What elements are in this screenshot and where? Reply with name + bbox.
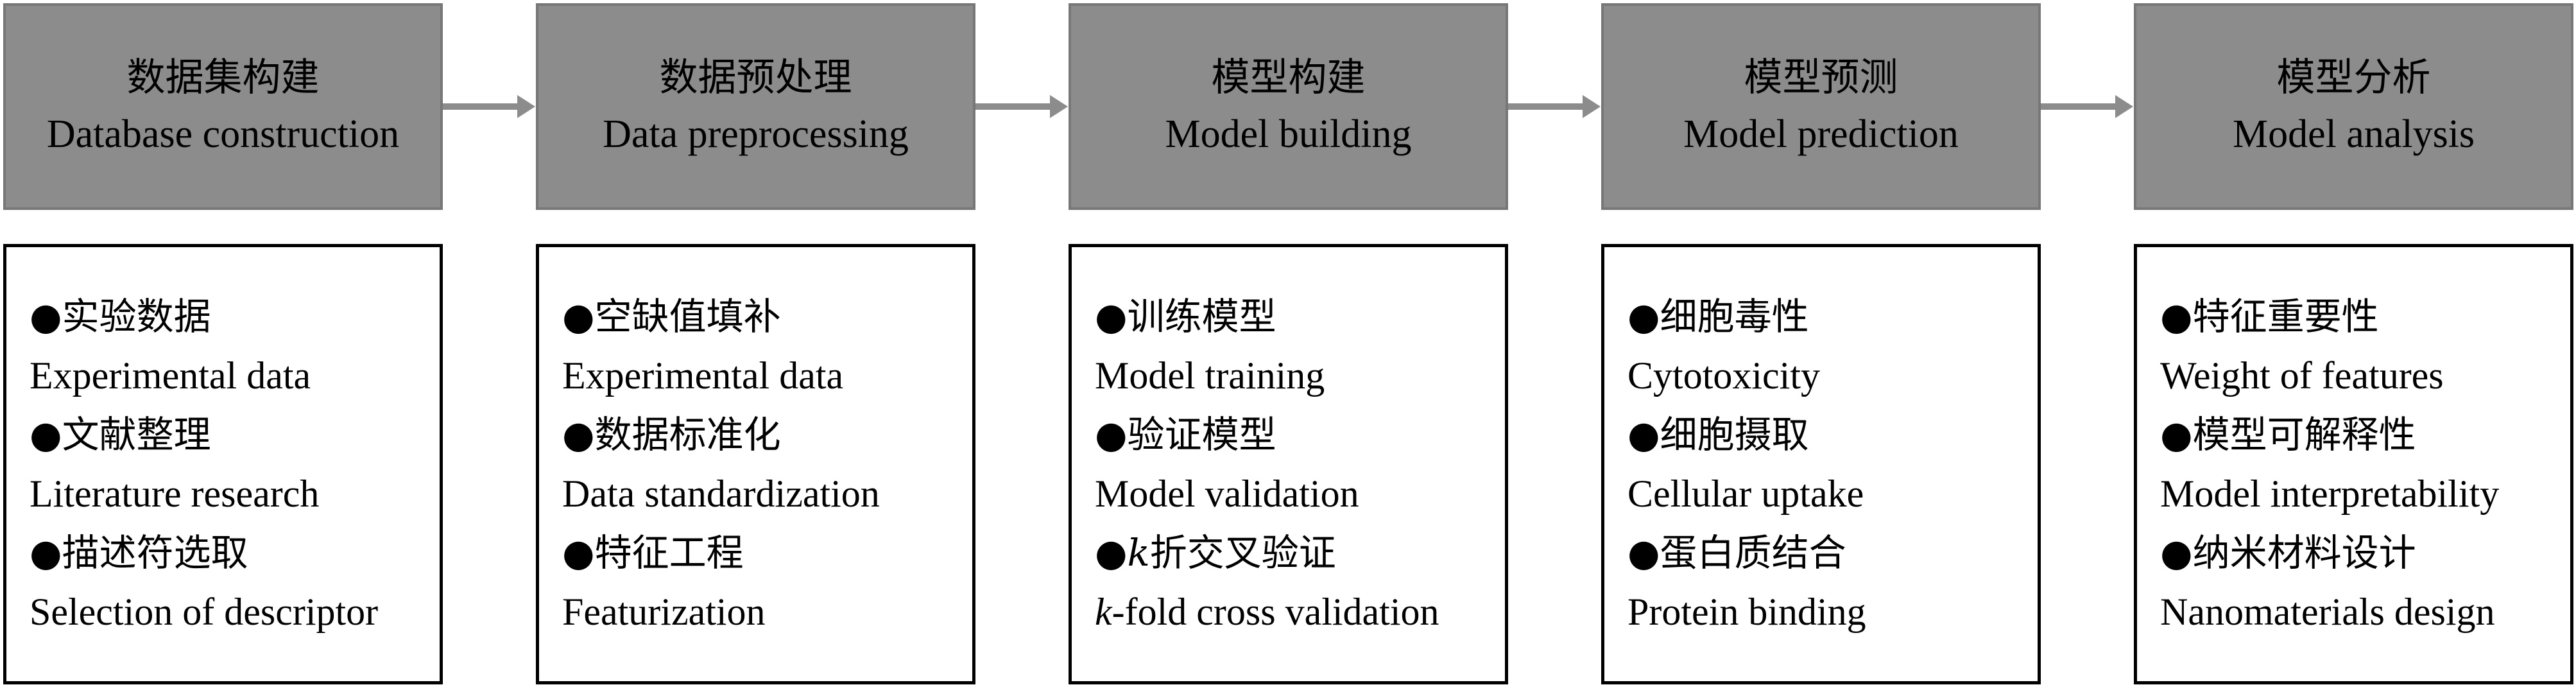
- item-en: Experimental data: [30, 354, 311, 397]
- item-zh: 细胞毒性: [1660, 295, 1809, 338]
- list-item: ●纳米材料设计 Nanomaterials design: [2160, 523, 2570, 641]
- item-zh: 训练模型: [1127, 295, 1276, 338]
- bullet-icon: ●: [1627, 413, 1660, 456]
- stage-1-details: ●实验数据 Experimental data ●文献整理 Literature…: [3, 244, 443, 684]
- item-zh: 实验数据: [62, 295, 211, 338]
- bullet-icon: ●: [562, 531, 595, 575]
- item-en: Nanomaterials design: [2160, 591, 2495, 633]
- list-item: ●k折交叉验证 k-fold cross validation: [1095, 523, 1505, 641]
- stage-2-details: ●空缺值填补 Experimental data ●数据标准化 Data sta…: [536, 244, 975, 684]
- stage-4-details: ●细胞毒性 Cytotoxicity ●细胞摄取 Cellular uptake…: [1601, 244, 2041, 684]
- bullet-icon: ●: [30, 531, 62, 575]
- item-zh: 数据标准化: [594, 413, 781, 456]
- bullet-icon: ●: [1095, 531, 1128, 575]
- bullet-icon: ●: [562, 413, 595, 456]
- arrow-3-shaft: [1508, 103, 1586, 110]
- item-en: Featurization: [562, 591, 766, 633]
- item-zh: 验证模型: [1127, 413, 1276, 456]
- stage-5-details: ●特征重要性 Weight of features ●模型可解释性 Model …: [2134, 244, 2573, 684]
- item-zh: 特征重要性: [2192, 295, 2379, 338]
- item-zh: 细胞摄取: [1660, 413, 1809, 456]
- stage-1-header: 数据集构建 Database construction: [3, 3, 443, 210]
- list-item: ●训练模型 Model training: [1095, 287, 1505, 405]
- stage-3-title-zh: 模型构建: [1211, 55, 1366, 101]
- item-zh-k: k: [1127, 531, 1150, 575]
- bullet-icon: ●: [1627, 531, 1660, 575]
- arrow-2-head: [1050, 95, 1068, 118]
- stage-2-header: 数据预处理 Data preprocessing: [536, 3, 975, 210]
- stage-2-title-zh: 数据预处理: [659, 55, 852, 101]
- bullet-icon: ●: [30, 295, 62, 338]
- bullet-icon: ●: [2160, 295, 2193, 338]
- arrow-4-head: [2115, 95, 2133, 118]
- list-item: ●空缺值填补 Experimental data: [562, 287, 972, 405]
- list-item: ●描述符选取 Selection of descriptor: [30, 523, 440, 641]
- bullet-icon: ●: [2160, 413, 2193, 456]
- item-en: Cytotoxicity: [1627, 354, 1820, 397]
- arrow-3-head: [1583, 95, 1601, 118]
- arrow-1-head: [517, 95, 535, 118]
- list-item: ●细胞摄取 Cellular uptake: [1627, 405, 2038, 523]
- list-item: ●数据标准化 Data standardization: [562, 405, 972, 523]
- list-item: ●模型可解释性 Model interpretability: [2160, 405, 2570, 523]
- list-item: ●文献整理 Literature research: [30, 405, 440, 523]
- list-item: ●蛋白质结合 Protein binding: [1627, 523, 2038, 641]
- bullet-icon: ●: [1627, 295, 1660, 338]
- arrow-4-shaft: [2041, 103, 2119, 110]
- item-zh: 模型可解释性: [2192, 413, 2416, 456]
- arrow-1-shaft: [443, 103, 521, 110]
- item-en: Cellular uptake: [1627, 473, 1864, 515]
- bullet-icon: ●: [1095, 295, 1128, 338]
- stage-3-title-en: Model building: [1165, 112, 1412, 156]
- item-zh: 特征工程: [594, 531, 744, 575]
- item-en: Selection of descriptor: [30, 591, 379, 633]
- stage-3-header: 模型构建 Model building: [1069, 3, 1508, 210]
- item-zh: 空缺值填补: [594, 295, 781, 338]
- list-item: ●特征重要性 Weight of features: [2160, 287, 2570, 405]
- stage-5-header: 模型分析 Model analysis: [2134, 3, 2573, 210]
- bullet-icon: ●: [1095, 413, 1128, 456]
- stage-1-title-en: Database construction: [46, 112, 400, 156]
- item-en: -fold cross validation: [1112, 591, 1439, 633]
- item-zh: 蛋白质结合: [1660, 531, 1846, 575]
- bullet-icon: ●: [30, 413, 62, 456]
- item-en: Model training: [1095, 354, 1325, 397]
- bullet-icon: ●: [562, 295, 595, 338]
- item-en: Model interpretability: [2160, 473, 2500, 515]
- list-item: ●特征工程 Featurization: [562, 523, 972, 641]
- stage-4-header: 模型预测 Model prediction: [1601, 3, 2041, 210]
- stage-5-title-zh: 模型分析: [2276, 55, 2431, 101]
- list-item: ●实验数据 Experimental data: [30, 287, 440, 405]
- item-en: Experimental data: [562, 354, 844, 397]
- stage-4-title-en: Model prediction: [1683, 112, 1959, 156]
- stage-1-title-zh: 数据集构建: [126, 55, 320, 101]
- list-item: ●验证模型 Model validation: [1095, 405, 1505, 523]
- list-item: ●细胞毒性 Cytotoxicity: [1627, 287, 2038, 405]
- item-zh: 文献整理: [62, 413, 211, 456]
- stage-4-title-zh: 模型预测: [1744, 55, 1898, 101]
- item-zh: 折交叉验证: [1149, 531, 1336, 575]
- item-en: Data standardization: [562, 473, 880, 515]
- item-en: Protein binding: [1627, 591, 1866, 633]
- item-en: Weight of features: [2160, 354, 2444, 397]
- stage-3-details: ●训练模型 Model training ●验证模型 Model validat…: [1069, 244, 1508, 684]
- bullet-icon: ●: [2160, 531, 2193, 575]
- item-en: Model validation: [1095, 473, 1359, 515]
- item-zh: 纳米材料设计: [2192, 531, 2416, 575]
- item-en-k: k: [1095, 591, 1112, 633]
- item-zh: 描述符选取: [62, 531, 248, 575]
- stage-5-title-en: Model analysis: [2232, 112, 2475, 156]
- item-en: Literature research: [30, 473, 320, 515]
- arrow-2-shaft: [975, 103, 1054, 110]
- stage-2-title-en: Data preprocessing: [603, 112, 909, 156]
